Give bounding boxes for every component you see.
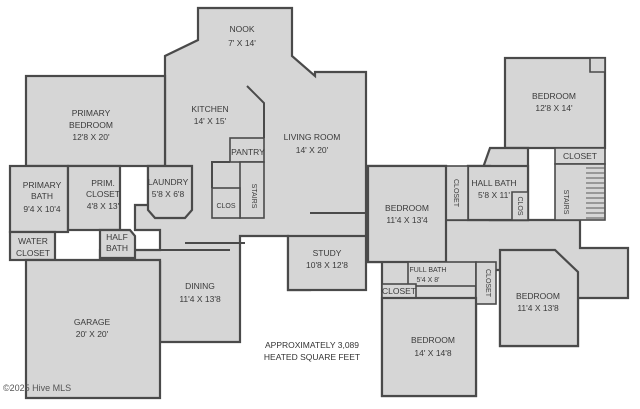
living-room-size: 14' X 20' — [296, 145, 329, 155]
bedroom-bottom-label: BEDROOM — [411, 335, 455, 345]
primary-bedroom-label-2: BEDROOM — [69, 120, 113, 130]
water-closet-label-1: WATER — [18, 236, 48, 246]
garage-area — [24, 258, 162, 400]
laundry-area — [146, 164, 194, 220]
garage-size: 20' X 20' — [76, 329, 109, 339]
bedroom-upper-right-label: BEDROOM — [532, 91, 576, 101]
primary-bath-label-1: PRIMARY — [23, 180, 62, 190]
kitchen-size: 14' X 15' — [194, 116, 227, 126]
primary-bedroom-label-1: PRIMARY — [72, 108, 111, 118]
laundry-size: 5'8 X 6'8 — [152, 189, 185, 199]
clos-main-area — [211, 187, 241, 219]
primary-closet-area — [66, 164, 122, 232]
bedroom-bottom-area — [380, 296, 478, 398]
primary-bath-label-2: BATH — [31, 191, 53, 201]
water-closet-label-2: CLOSET — [16, 248, 50, 258]
half-bath-label-1: HALF — [106, 232, 128, 242]
pantry-area — [229, 137, 265, 163]
closet-small-label: CLOSET — [382, 286, 416, 296]
living-room-label: LIVING ROOM — [284, 132, 341, 142]
clos-upper-label: CLOS — [516, 196, 523, 215]
watermark: ©2025 Hive MLS — [3, 383, 71, 393]
half-bath-label-2: BATH — [106, 243, 128, 253]
study-label: STUDY — [313, 248, 342, 258]
water-closet-area — [8, 230, 57, 262]
bedroom-right-area — [498, 248, 580, 348]
bedroom-right-label: BEDROOM — [516, 291, 560, 301]
clos-upper-area — [511, 191, 529, 221]
bedroom-left-area — [366, 164, 448, 264]
square-feet-note-line-2: HEATED SQUARE FEET — [264, 352, 360, 362]
primary-closet-label-2: CLOSET — [86, 189, 120, 199]
half-bath-area — [98, 228, 137, 260]
full-bath-area — [407, 261, 477, 287]
bedroom-right-size: 11'4 X 13'8 — [517, 303, 559, 313]
nook-label: NOOK — [229, 24, 254, 34]
primary-bath-size: 9'4 X 10'4 — [23, 204, 61, 214]
pantry-label: PANTRY — [231, 147, 265, 157]
bedroom-upper-right-area — [503, 56, 607, 150]
nook-size: 7' X 14' — [228, 38, 256, 48]
stairs-main-label: STAIRS — [250, 184, 257, 209]
bedroom-left-label: BEDROOM — [385, 203, 429, 213]
primary-bedroom-size: 12'8 X 20' — [72, 132, 110, 142]
primary-closet-label-1: PRIM. — [91, 178, 115, 188]
bedroom-upper-right-size: 12'8 X 14' — [535, 103, 573, 113]
study-size: 10'8 X 12'8 — [306, 260, 348, 270]
dining-size: 11'4 X 13'8 — [179, 294, 221, 304]
full-bath-label: FULL BATH — [410, 267, 447, 274]
square-feet-note-line-1: APPROXIMATELY 3,089 — [265, 340, 359, 350]
clos-main-label: CLOS — [216, 203, 235, 210]
primary-bedroom-area — [24, 74, 167, 168]
full-bath-size: 5'4 X 8' — [417, 277, 440, 284]
hall-bath-size: 5'8 X 11' — [478, 190, 510, 200]
dining-label: DINING — [185, 281, 215, 291]
kitchen-label: KITCHEN — [191, 104, 228, 114]
closet-vertical-2-label: CLOSET — [484, 269, 491, 298]
stairs-main-area — [239, 161, 265, 219]
closet-upper-right-label: CLOSET — [563, 151, 597, 161]
laundry-label: LAUNDRY — [148, 177, 189, 187]
study-area — [286, 234, 368, 292]
stairs-upper-label: STAIRS — [562, 190, 569, 215]
closet-vertical-label: CLOSET — [452, 179, 459, 208]
hall-bath-label: HALL BATH — [471, 178, 516, 188]
closet-vertical-2-area — [475, 261, 497, 305]
primary-closet-size: 4'8 X 13' — [87, 201, 120, 211]
garage-label: GARAGE — [74, 317, 111, 327]
bedroom-bottom-size: 14' X 14'8 — [414, 348, 452, 358]
bedroom-left-size: 11'4 X 13'4 — [386, 215, 428, 225]
